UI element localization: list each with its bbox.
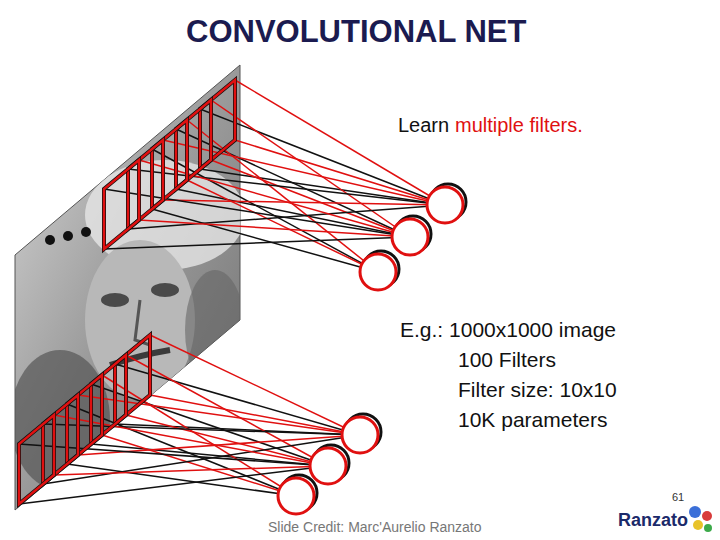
- connection-line: [211, 100, 410, 237]
- connection-line: [54, 466, 328, 475]
- connection-line: [104, 237, 410, 249]
- filter-patch: [43, 395, 78, 484]
- connection-line: [163, 140, 445, 205]
- filter-patch-shadow: [152, 120, 187, 209]
- logo-mark: [689, 506, 712, 532]
- filter-patch-shadow: [91, 355, 126, 444]
- filter-connections: [19, 80, 445, 504]
- unit-circle: [392, 219, 428, 255]
- filter-patch: [91, 355, 126, 444]
- heading-note: multiple filters.: [455, 114, 583, 137]
- connection-line: [235, 140, 445, 205]
- logo-text: Ranzato: [618, 510, 688, 531]
- connection-line: [235, 80, 445, 205]
- slide-credit: Slide Credit: Marc'Aurelio Ranzato: [268, 519, 482, 535]
- filter-patches: [19, 80, 235, 504]
- connection-line: [211, 160, 410, 237]
- unit-circle: [427, 187, 463, 223]
- unit-circle: [360, 254, 396, 290]
- filter-patch: [67, 375, 102, 464]
- filter-patch: [104, 160, 139, 249]
- unit-circle: [342, 417, 378, 453]
- connection-line: [139, 160, 410, 237]
- filter-patch: [19, 415, 54, 504]
- example-line: 10K parameters: [458, 408, 607, 432]
- example-line: Filter size: 10x10: [458, 378, 617, 402]
- filter-patch-shadow: [176, 100, 211, 189]
- connection-line: [139, 220, 410, 237]
- filter-patch-shadow: [67, 375, 102, 464]
- connection-line: [187, 120, 378, 272]
- filter-patch-shadow: [43, 395, 78, 484]
- filter-patch: [200, 80, 235, 169]
- filter-patch: [152, 120, 187, 209]
- unit-circle: [310, 448, 346, 484]
- filter-patch: [176, 100, 211, 189]
- heading-note: Learn: [398, 114, 449, 137]
- example-line: 100 Filters: [458, 348, 556, 372]
- filter-patch-shadow: [200, 80, 235, 169]
- connection-line: [102, 375, 296, 496]
- filter-patch-shadow: [19, 415, 54, 504]
- example-line: E.g.: 1000x1000 image: [400, 318, 616, 342]
- slide-title: CONVOLUTIONAL NET: [186, 14, 526, 50]
- filter-patch: [115, 335, 150, 424]
- filter-patch-shadow: [104, 160, 139, 249]
- connection-line: [102, 435, 296, 496]
- neuron-units: [278, 184, 466, 514]
- filter-patch-shadow: [115, 335, 150, 424]
- ellipsis-dots: [45, 227, 91, 245]
- filter-patch: [128, 140, 163, 229]
- unit-circle: [278, 478, 314, 514]
- page-number: 61: [672, 491, 684, 504]
- filter-patch-shadow: [128, 140, 163, 229]
- connection-line: [78, 395, 360, 435]
